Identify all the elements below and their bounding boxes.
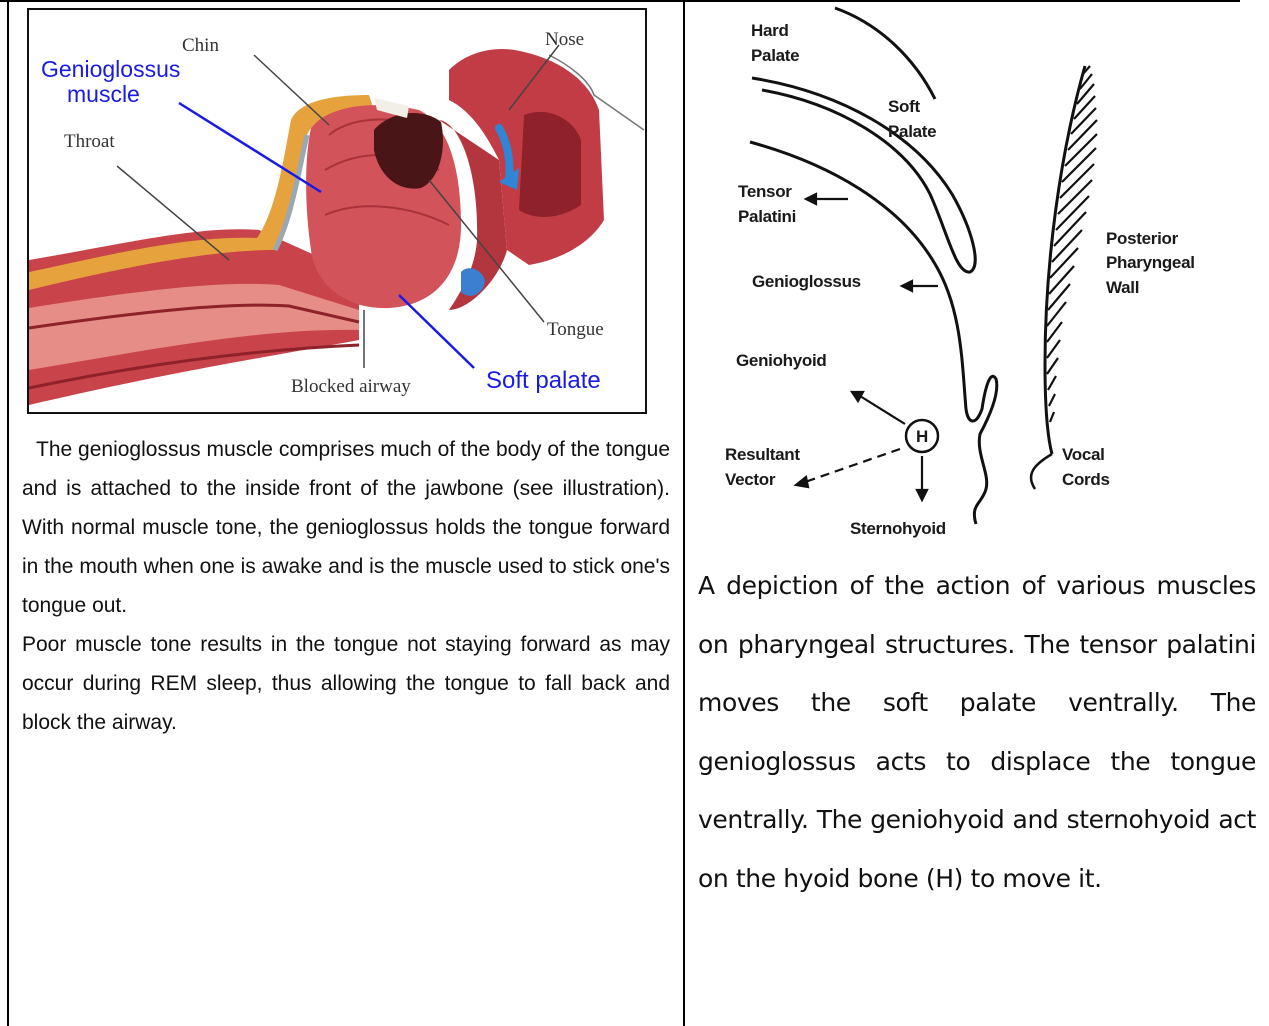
- nose-label: Nose: [545, 29, 584, 50]
- sleep-apnea-anatomy-illustration: Chin Nose Genioglossus muscle Throat Ton…: [27, 8, 647, 414]
- tensor-palatini-label-1: Tensor: [738, 182, 792, 201]
- vocal-cords-label-1: Vocal: [1062, 445, 1105, 464]
- resultant-vector-label-2: Vector: [725, 470, 776, 489]
- muscle-tone-paragraph: Poor muscle tone results in the tongue n…: [22, 625, 670, 742]
- genioglossus-label-line1: Genioglossus: [41, 56, 180, 82]
- vocal-cords-curve: [1031, 454, 1052, 489]
- tongue-label: Tongue: [547, 319, 604, 340]
- vocal-cords-label-2: Cords: [1062, 470, 1110, 489]
- hard-palate-curve: [835, 8, 935, 99]
- table-column-divider: [683, 0, 685, 1026]
- hard-palate-label-2: Palate: [751, 46, 799, 65]
- posterior-wall-label-3: Wall: [1106, 278, 1139, 297]
- throat-label: Throat: [64, 131, 115, 152]
- table-top-border: [0, 0, 1240, 2]
- genioglossus-label: Genioglossus: [752, 272, 861, 291]
- anatomy-drawing: Chin Nose Genioglossus muscle Throat Ton…: [29, 10, 645, 412]
- table-left-border: [7, 0, 9, 1026]
- genioglossus-description-paragraph: The genioglossus muscle comprises much o…: [22, 430, 670, 625]
- muscle-action-caption: A depiction of the action of various mus…: [698, 557, 1256, 908]
- hyoid-marker-label: H: [916, 427, 928, 446]
- blocked-airway-label: Blocked airway: [291, 376, 411, 397]
- hard-palate-label-1: Hard: [751, 21, 789, 40]
- soft-palate-label-1: Soft: [888, 97, 920, 116]
- soft-palate-label-2: Palate: [888, 122, 936, 141]
- soft-palate-curve: [752, 78, 975, 272]
- tensor-palatini-label-2: Palatini: [738, 207, 796, 226]
- posterior-wall-label-1: Posterior: [1106, 229, 1179, 248]
- resultant-vector-label-1: Resultant: [725, 445, 800, 464]
- soft-palate-label: Soft palate: [486, 367, 601, 394]
- geniohyoid-arrow: [860, 396, 905, 424]
- pharyngeal-muscle-diagram: H Hard Palate Soft Palate Tensor Palatin…: [700, 4, 1235, 549]
- resultant-vector-arrow: [805, 449, 900, 482]
- left-cell-text: The genioglossus muscle comprises much o…: [22, 430, 670, 742]
- chin-label: Chin: [182, 35, 219, 56]
- geniohyoid-label: Geniohyoid: [736, 351, 827, 370]
- genioglossus-label-line2: muscle: [67, 81, 140, 107]
- right-cell-caption: A depiction of the action of various mus…: [698, 557, 1256, 908]
- sternohyoid-label: Sternohyoid: [850, 519, 946, 538]
- posterior-wall-label-2: Pharyngeal: [1106, 253, 1195, 272]
